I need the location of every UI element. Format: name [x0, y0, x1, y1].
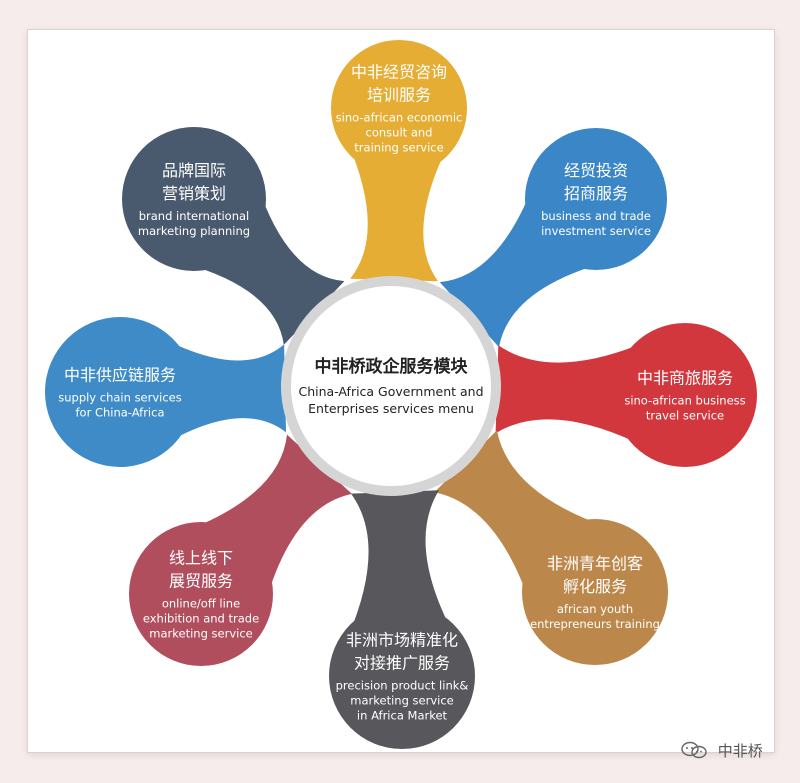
- connector-travel: [495, 339, 651, 448]
- node-circle-precision: [329, 603, 475, 749]
- node-title: 中非供应链服务: [63, 365, 176, 385]
- node-circle-investment: [525, 128, 667, 270]
- center-circle: [291, 286, 491, 486]
- watermark: 中非桥: [681, 740, 763, 763]
- watermark-text: 中非桥: [717, 742, 763, 760]
- center-title: 中非桥政企服务模块: [314, 357, 468, 377]
- node-circle-consult: [331, 40, 467, 176]
- connector-consult: [347, 140, 449, 282]
- node-circle-exhibition: [129, 522, 273, 666]
- node-title: 经贸投资招商服务: [563, 161, 629, 203]
- node-circle-youth: [522, 519, 668, 665]
- center-ring: [281, 276, 501, 496]
- center-subtitle: China-Africa Government and Enterprises …: [298, 384, 484, 416]
- node-circle-brand: [122, 127, 266, 271]
- node-title: 非洲青年创客孵化服务: [546, 554, 644, 596]
- node-title: 品牌国际营销策划: [161, 161, 226, 203]
- node-circle-supply: [45, 317, 195, 467]
- node-title: 中非经贸咨询培训服务: [350, 62, 447, 105]
- connectors: [45, 40, 757, 749]
- node-title: 线上线下展贸服务: [168, 548, 234, 591]
- wechat-icon: [681, 741, 709, 763]
- node-title: 中非商旅服务: [636, 368, 733, 388]
- node-title: 非洲市场精准化对接推广服务: [345, 630, 459, 673]
- node-label-precision: 非洲市场精准化对接推广服务 precision product link&mark…: [336, 629, 469, 724]
- node-subtitle: precision product link&marketing service…: [335, 678, 469, 723]
- center-label: 中非桥政企服务模块 China-Africa Government and En…: [298, 355, 483, 417]
- node-circle-travel: [613, 323, 757, 467]
- connector-precision: [345, 490, 456, 642]
